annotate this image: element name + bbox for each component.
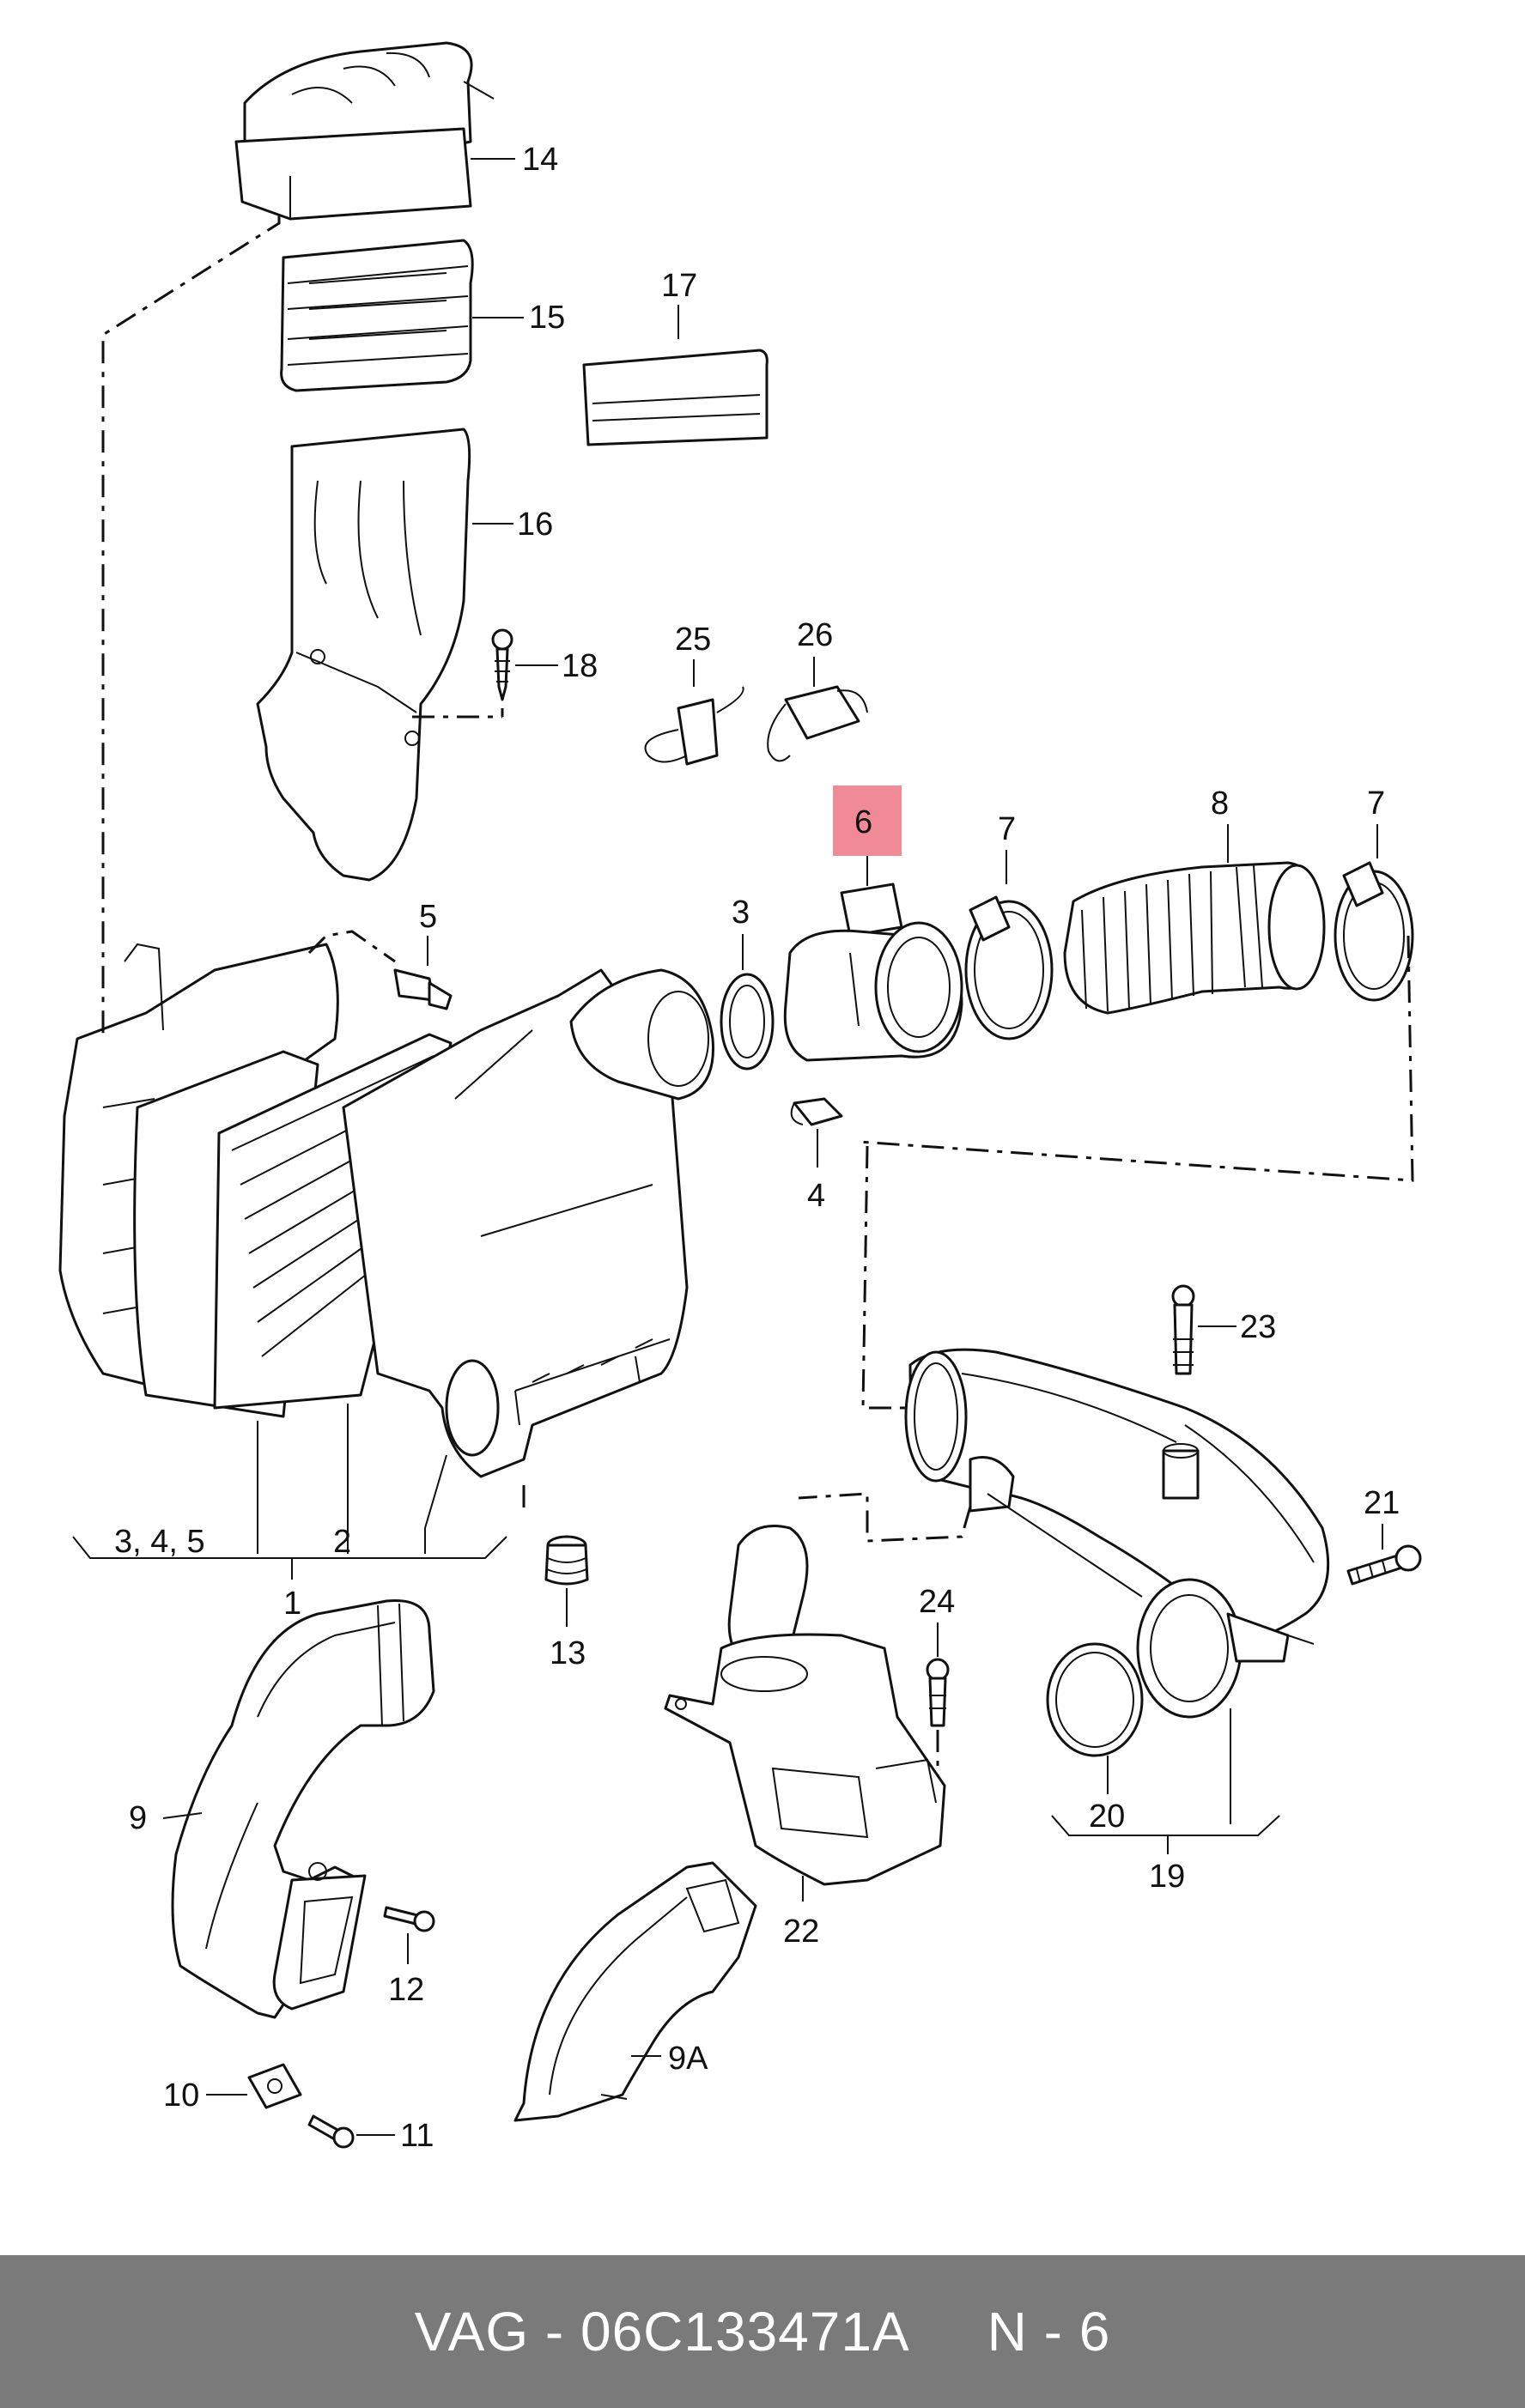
label-17: 17 (661, 268, 697, 304)
part-21-bolt (1346, 1544, 1422, 1586)
label-7b: 7 (1367, 785, 1385, 822)
label-9a: 9A (668, 2041, 708, 2077)
part-6-air-mass-meter (783, 883, 963, 1062)
part-18-screw (491, 628, 513, 701)
label-14: 14 (522, 142, 558, 178)
label-23: 23 (1240, 1309, 1276, 1345)
part-12-screw (383, 1906, 435, 1932)
dashline-left-housing (101, 215, 281, 1039)
label-3: 3 (732, 895, 750, 931)
label-12: 12 (388, 1972, 424, 2008)
part-4-clip (790, 1097, 843, 1126)
label-15: 15 (529, 300, 565, 336)
dashline-clip-housing (307, 930, 396, 963)
label-9: 9 (129, 1800, 147, 1836)
part-3-seal-inner (729, 985, 765, 1058)
part-13-rubber-buffer (544, 1535, 589, 1586)
bracket-group-19 (1051, 1815, 1280, 1836)
part-19-intake-duct (904, 1348, 1330, 1719)
label-10: 10 (163, 2077, 199, 2114)
label-2: 2 (333, 1524, 351, 1560)
label-19: 19 (1149, 1859, 1185, 1895)
part-20-seal-inner (1055, 1652, 1134, 1748)
part-1-air-filter-housing (58, 943, 714, 1478)
label-8: 8 (1211, 785, 1229, 822)
label-24: 24 (919, 1584, 955, 1620)
label-25: 25 (675, 622, 711, 658)
bracket-group-1 (72, 1404, 507, 1559)
part-11-screw (307, 2114, 355, 2149)
dashline-22-duct (798, 1492, 972, 1543)
label-26: 26 (797, 617, 833, 653)
label-5: 5 (419, 899, 437, 935)
part-25-clip (644, 686, 744, 766)
label-6: 6 (854, 804, 872, 840)
part-7-clamp-left (964, 895, 1054, 1040)
label-21: 21 (1364, 1485, 1400, 1521)
part-20-seal-ring (1046, 1642, 1144, 1757)
label-13: 13 (550, 1635, 586, 1671)
label-1: 1 (283, 1586, 301, 1622)
parts-exploded-diagram: 14 15 17 16 18 25 26 (58, 41, 1422, 2154)
leader-9 (162, 1812, 203, 1819)
part-5-grommet (393, 968, 453, 1010)
part-26-clip (767, 685, 868, 762)
part-17-pad (582, 349, 769, 446)
dashline-sensor-duct (861, 1145, 910, 1410)
label-22: 22 (783, 1914, 819, 1950)
part-22-air-duct (664, 1525, 946, 1886)
footer-part-number: VAG - 06C133471A (414, 2301, 910, 2363)
label-16: 16 (517, 506, 553, 543)
label-345: 3, 4, 5 (114, 1524, 205, 1560)
dashline-hose-outlet (858, 935, 1414, 1182)
label-11: 11 (400, 2118, 434, 2154)
part-10-clip (247, 2063, 302, 2109)
label-18: 18 (562, 648, 598, 684)
label-7a: 7 (998, 811, 1016, 847)
label-6-highlight (833, 785, 902, 856)
footer-position: N - 6 (987, 2301, 1111, 2363)
label-4: 4 (807, 1178, 825, 1214)
part-8-intake-hose (1063, 861, 1326, 1015)
part-24-bolt (926, 1658, 950, 1727)
part-9a-shield (513, 1861, 757, 2122)
part-15-filter-insert (280, 239, 474, 392)
part-23-bolt (1171, 1284, 1195, 1375)
label-20: 20 (1089, 1798, 1125, 1835)
part-14-air-guide-cover (234, 41, 495, 221)
part-16-air-duct (256, 428, 471, 882)
part-number-footer: VAG - 06C133471A N - 6 (0, 2255, 1525, 2408)
part-7-clamp-right (1334, 861, 1414, 1002)
part-9-air-intake-duct (171, 1598, 435, 2019)
